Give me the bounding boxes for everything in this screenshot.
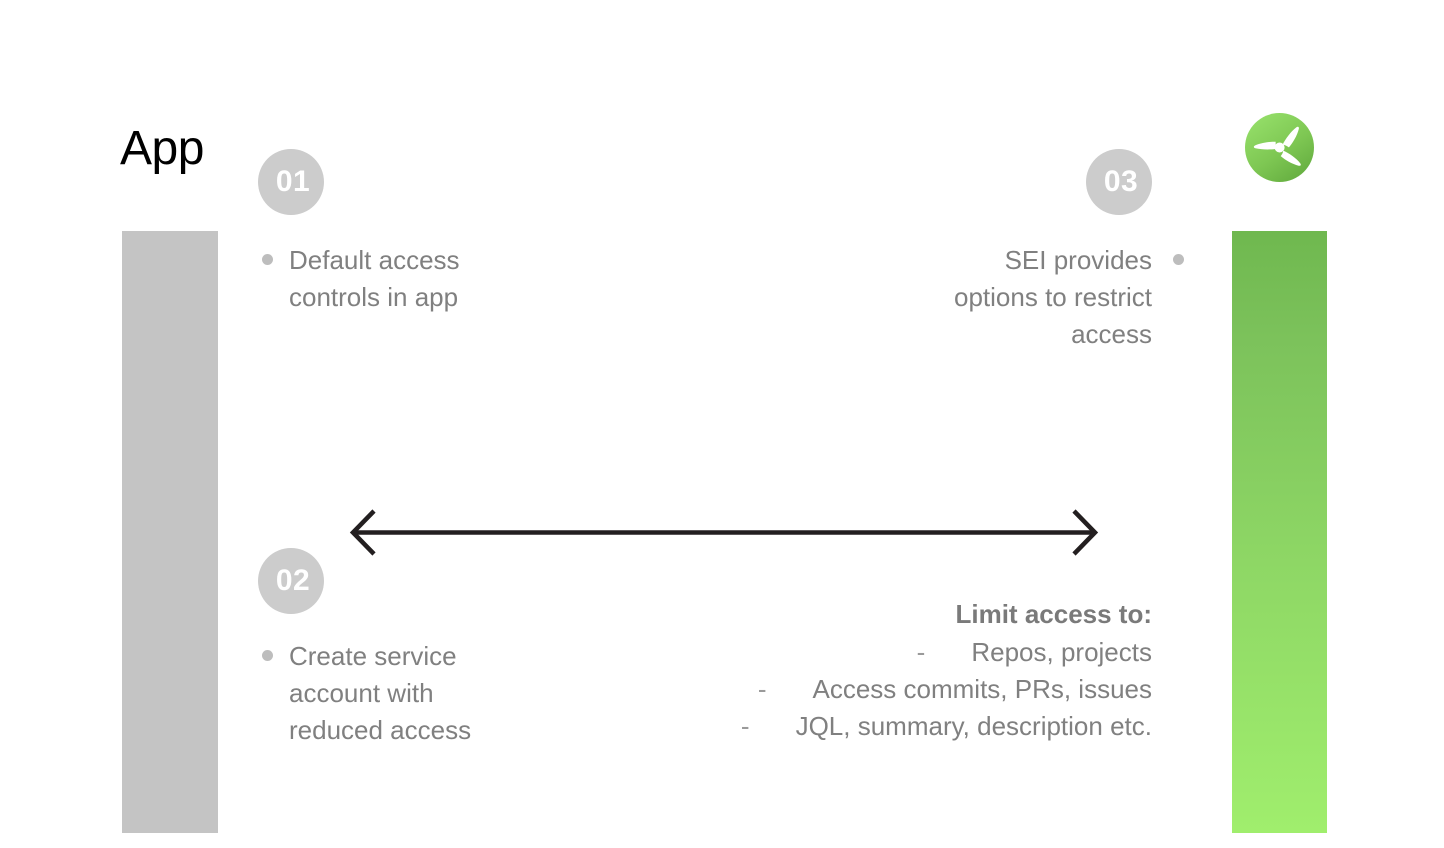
- step-badge-01-label: 01: [275, 165, 311, 198]
- bullet-dot-icon-03: [1173, 254, 1184, 265]
- limit-access-row: - JQL, summary, description etc.: [620, 708, 1152, 745]
- step-text-01: Default access controls in app: [289, 245, 460, 312]
- bullet-dot-icon-01: [262, 254, 273, 265]
- step-badge-02-label: 02: [275, 564, 311, 597]
- step-badge-01: 01: [258, 149, 324, 215]
- step-badge-03-label: 03: [1103, 165, 1139, 198]
- page-title: App: [120, 122, 204, 175]
- limit-access-item: JQL, summary, description etc.: [795, 711, 1152, 741]
- sei-column-bar: [1232, 231, 1327, 833]
- limit-access-row: - Access commits, PRs, issues: [620, 671, 1152, 708]
- limit-dash-icon: -: [740, 711, 750, 741]
- step-badge-03: 03: [1086, 149, 1152, 215]
- harness-sei-propeller-logo-icon: [1245, 113, 1314, 182]
- step-badge-02: 02: [258, 548, 324, 614]
- limit-access-heading: Limit access to:: [955, 599, 1152, 629]
- limit-access-item: Repos, projects: [971, 637, 1152, 667]
- limit-dash-icon: -: [916, 637, 926, 667]
- step-text-03: SEI provides options to restrict access: [954, 245, 1152, 349]
- limit-access-item: Access commits, PRs, issues: [812, 674, 1152, 704]
- step-text-02: Create service account with reduced acce…: [289, 641, 472, 745]
- limit-access-block: Limit access to: - Repos, projects - Acc…: [620, 596, 1152, 745]
- bullet-dot-icon-02: [262, 650, 273, 661]
- double-headed-arrow-icon: [347, 506, 1101, 560]
- limit-dash-icon: -: [757, 674, 767, 704]
- app-column-bar: [122, 231, 218, 833]
- limit-access-row: - Repos, projects: [620, 634, 1152, 671]
